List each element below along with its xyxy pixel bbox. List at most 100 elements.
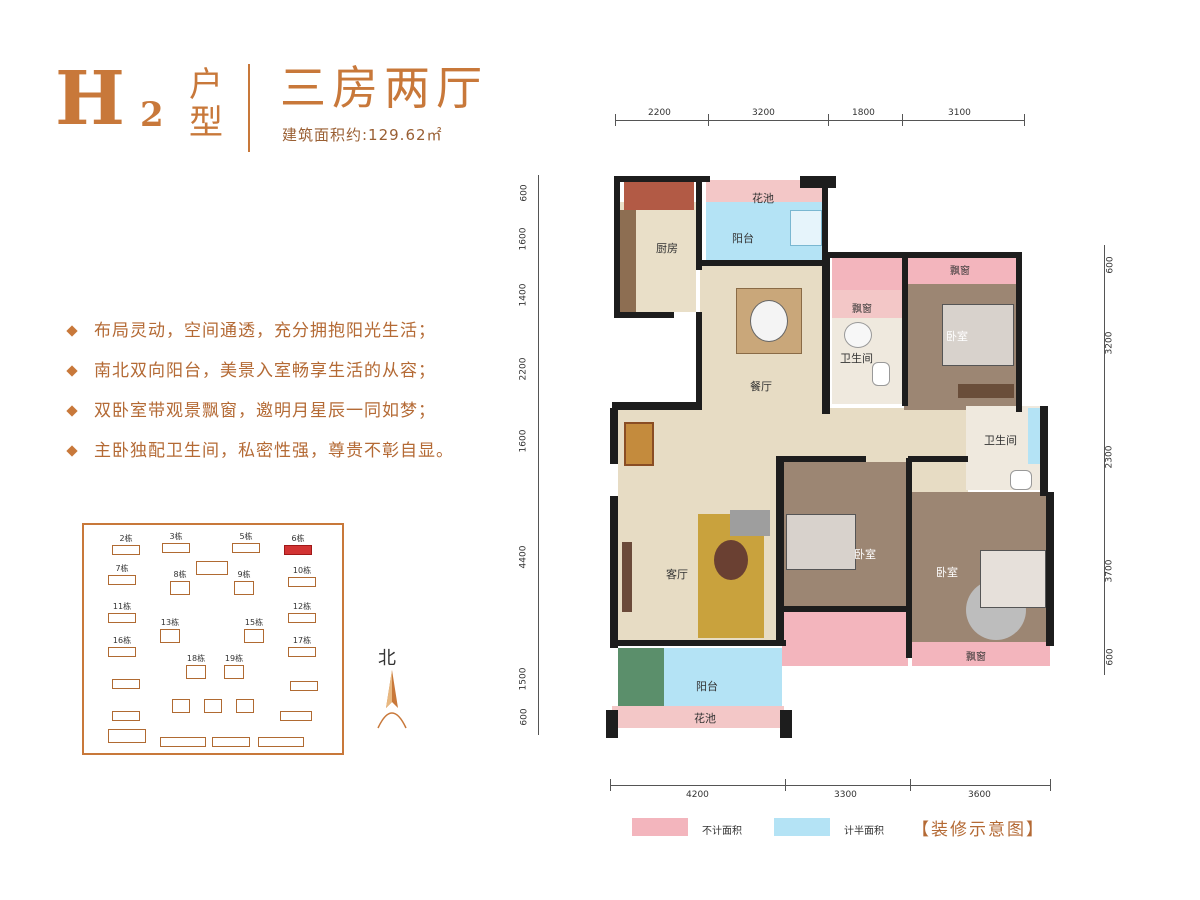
building-label: 7栋 xyxy=(115,564,129,573)
building-shape xyxy=(224,665,244,679)
layout-name: 三房两厅 xyxy=(280,61,488,115)
wall xyxy=(696,312,702,404)
dimension-tick xyxy=(828,114,829,126)
clubhouse-shape xyxy=(196,561,228,575)
diamond-bullet-icon xyxy=(66,445,78,457)
building-shape xyxy=(234,581,254,595)
toilet-icon xyxy=(1010,470,1032,490)
wall xyxy=(696,260,826,266)
wall xyxy=(610,408,618,464)
room-label-south-flower-bed: 花池 xyxy=(694,712,716,725)
building-shape xyxy=(204,699,222,713)
small-bay-window xyxy=(832,254,902,290)
dimension-tick xyxy=(785,779,786,791)
dimension-right: 3700 xyxy=(1104,559,1115,583)
wall xyxy=(822,180,828,260)
wall xyxy=(780,710,792,738)
dimension-tick xyxy=(615,114,616,126)
building-marker-current: 6栋 xyxy=(278,533,318,555)
dimension-left: 1500 xyxy=(518,667,529,691)
unit-type-word-1: 户 xyxy=(189,65,223,105)
dimension-right: 600 xyxy=(1105,256,1116,274)
feature-item: 布局灵动，空间通透，充分拥抱阳光生活； xyxy=(66,318,454,358)
wall xyxy=(902,256,908,406)
building-label: 18栋 xyxy=(186,654,206,663)
wall xyxy=(610,496,618,648)
dimension-line-left xyxy=(538,175,539,735)
building-label: 15栋 xyxy=(244,618,264,627)
building-label: 8栋 xyxy=(173,570,187,579)
room-label-master-bedroom: 卧室 xyxy=(946,330,968,343)
legend-swatch-half-counted xyxy=(774,818,830,836)
wall xyxy=(1046,492,1054,646)
building-shape xyxy=(290,681,318,691)
building-marker: 12栋 xyxy=(282,601,322,623)
dimension-left: 2200 xyxy=(518,357,529,381)
building-marker: 18栋 xyxy=(176,653,216,679)
building-shape-highlight xyxy=(284,545,312,555)
wall xyxy=(610,640,786,646)
building-shape xyxy=(112,545,140,555)
wall xyxy=(614,176,710,182)
diamond-bullet-icon xyxy=(66,405,78,417)
dimension-bottom: 3600 xyxy=(968,790,991,800)
wall xyxy=(696,176,702,270)
building-shape xyxy=(172,699,190,713)
building-shape xyxy=(170,581,190,595)
wall xyxy=(1016,252,1022,412)
wall xyxy=(800,176,836,188)
entry-rug-icon xyxy=(624,422,654,466)
building-shape xyxy=(258,737,304,747)
wall xyxy=(776,456,866,462)
dimension-bottom: 4200 xyxy=(686,790,709,800)
dimension-top: 3200 xyxy=(752,108,775,118)
south-flower-bed xyxy=(612,706,784,728)
room-label-middle-bedroom: 卧室 xyxy=(854,548,876,561)
room-label-master-bay-window: 飘窗 xyxy=(950,266,970,277)
sofa-icon xyxy=(730,510,770,536)
wall xyxy=(612,402,702,410)
building-marker: 10栋 xyxy=(282,565,322,587)
building-marker: 5栋 xyxy=(226,531,266,553)
dimension-left: 1600 xyxy=(518,227,529,251)
room-label-dining: 餐厅 xyxy=(750,380,772,393)
building-marker: 19栋 xyxy=(214,653,254,679)
right-bay-window xyxy=(912,642,1050,666)
building-label: 17栋 xyxy=(292,636,312,645)
dimension-line-bottom xyxy=(610,785,1050,786)
wall xyxy=(1040,406,1048,496)
dimension-right: 3200 xyxy=(1104,331,1115,355)
building-label: 16栋 xyxy=(112,636,132,645)
building-marker: 11栋 xyxy=(102,601,142,623)
room-label-small-bay-window: 飘窗 xyxy=(852,304,872,315)
kitchen-side-counter xyxy=(618,210,636,312)
wall xyxy=(908,456,968,462)
north-label: 北 xyxy=(378,648,396,669)
unit-type-number: 2 xyxy=(140,95,164,135)
feature-text: 主卧独配卫生间，私密性强，尊贵不彰自显。 xyxy=(94,441,454,461)
dining-table-icon xyxy=(750,300,788,342)
feature-text: 双卧室带观景飘窗，邀明月星辰一同如梦； xyxy=(94,401,436,421)
building-marker: 9栋 xyxy=(224,569,264,595)
building-marker: 16栋 xyxy=(102,635,142,657)
washing-machine-icon xyxy=(790,210,822,246)
building-shape xyxy=(236,699,254,713)
small-bay-window-inner xyxy=(832,290,902,318)
dimension-left: 1600 xyxy=(518,429,529,453)
building-shape xyxy=(160,629,180,643)
room-label-public-bathroom: 卫生间 xyxy=(840,352,873,365)
building-label: 3栋 xyxy=(169,532,183,541)
building-label: 12栋 xyxy=(292,602,312,611)
building-shape xyxy=(288,613,316,623)
master-bed-icon xyxy=(942,304,1014,366)
unit-type-word-2: 型 xyxy=(189,103,223,143)
wall xyxy=(822,256,830,414)
dimension-tick xyxy=(1050,779,1051,791)
building-label: 6栋 xyxy=(291,534,305,543)
building-marker: 7栋 xyxy=(102,563,142,585)
room-label-right-bay-window: 飘窗 xyxy=(966,652,986,663)
kitchen-counter xyxy=(624,180,694,210)
tv-cabinet-icon xyxy=(622,542,632,612)
building-shape xyxy=(108,575,136,585)
coffee-table-icon xyxy=(714,540,748,580)
